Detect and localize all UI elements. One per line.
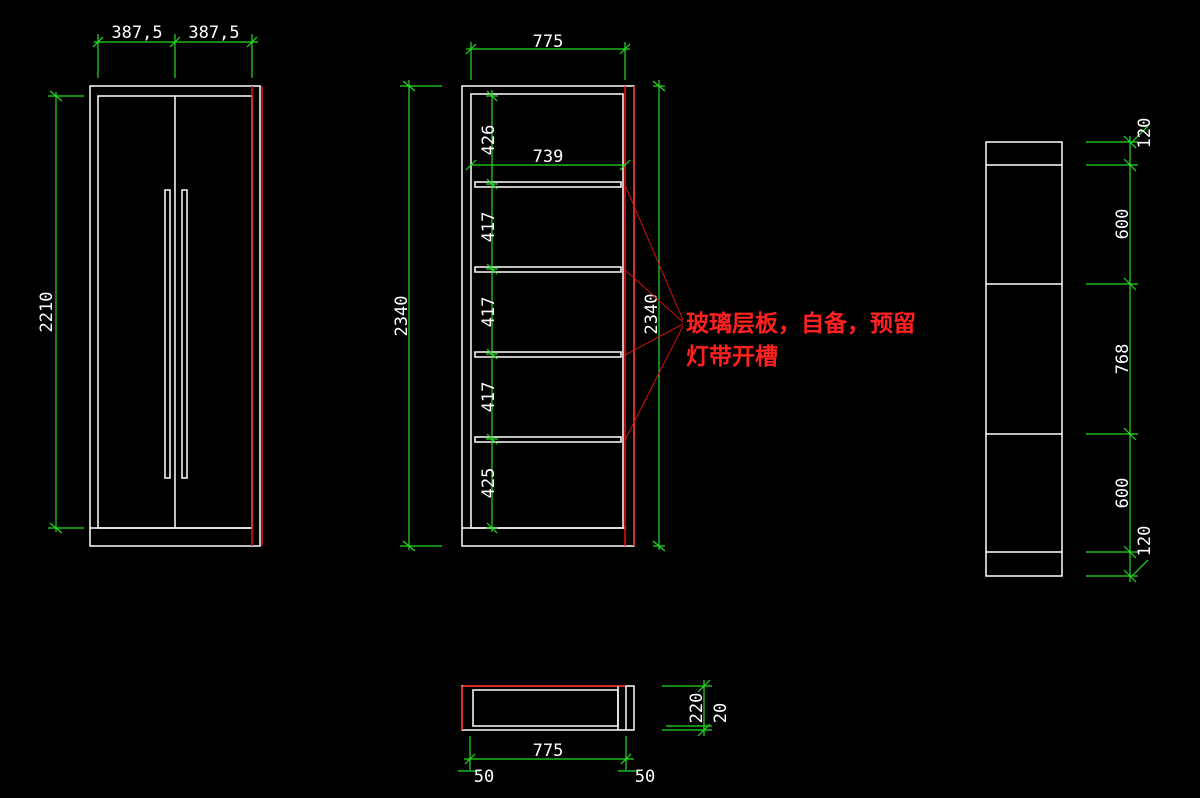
- plan-left-offset-label: 50: [474, 767, 494, 787]
- front-width-left-label: 387,5: [111, 23, 162, 43]
- spacing-label: 425: [479, 468, 499, 499]
- front-width-dimension: [92, 34, 258, 78]
- side-segment-label: 600: [1113, 478, 1133, 509]
- front-outer-frame: [89, 85, 261, 547]
- plan-view: 775 50 50 220 20: [458, 679, 731, 787]
- spacing-label: 426: [479, 125, 499, 156]
- spacing-label: 417: [479, 382, 499, 413]
- annotation-line-2: 灯带开槽: [686, 344, 778, 370]
- front-height-label: 2210: [37, 292, 57, 333]
- glass-shelf: [474, 181, 622, 188]
- plan-width-label: 775: [533, 741, 564, 761]
- annotation-leader-lines: [624, 184, 684, 441]
- plan-outer-frame: [461, 685, 635, 731]
- side-outer-frame: [985, 141, 1063, 577]
- side-segment-label: 120: [1135, 118, 1155, 149]
- spacing-label: 417: [479, 212, 499, 243]
- section-right-height-dimension: [652, 80, 666, 552]
- glass-shelf: [474, 266, 622, 273]
- section-height-label: 2340: [392, 296, 412, 337]
- right-door-handle: [181, 189, 188, 479]
- glass-shelf: [474, 351, 622, 358]
- section-width-dimension: [465, 42, 631, 80]
- glass-shelf: [474, 436, 622, 443]
- inner-width-label: 739: [533, 147, 564, 167]
- plan-right-offset-label: 50: [635, 767, 655, 787]
- plan-depth-dimension: [662, 679, 712, 737]
- plan-width-dimension: [458, 736, 640, 772]
- front-view: 387,5 387,5 2210: [37, 23, 263, 547]
- glass-shelves: [474, 181, 622, 443]
- left-door-handle: [164, 189, 171, 479]
- plan-depth-label: 220: [687, 693, 707, 724]
- section-height-dimension: [400, 80, 442, 552]
- section-view: 775 739 2340: [392, 32, 916, 552]
- side-segment-dimension: [1086, 125, 1149, 583]
- side-segment-label: 600: [1113, 209, 1133, 240]
- front-height-dimension: [48, 90, 84, 534]
- plan-thickness-label: 20: [711, 703, 731, 723]
- side-view: 120 600 768 600 120: [985, 118, 1155, 583]
- front-width-right-label: 387,5: [188, 23, 239, 43]
- section-width-label: 775: [533, 32, 564, 52]
- plan-inner-frame: [472, 689, 619, 727]
- annotation-line-1: 玻璃层板，自备，预留: [686, 310, 916, 337]
- section-right-height-label: 2340: [642, 294, 662, 335]
- side-segment-label: 768: [1113, 344, 1133, 375]
- spacing-label: 417: [479, 297, 499, 328]
- side-segment-label: 120: [1135, 526, 1155, 557]
- inner-width-dimension: [465, 159, 631, 171]
- shelf-spacing-dimension: [486, 90, 498, 534]
